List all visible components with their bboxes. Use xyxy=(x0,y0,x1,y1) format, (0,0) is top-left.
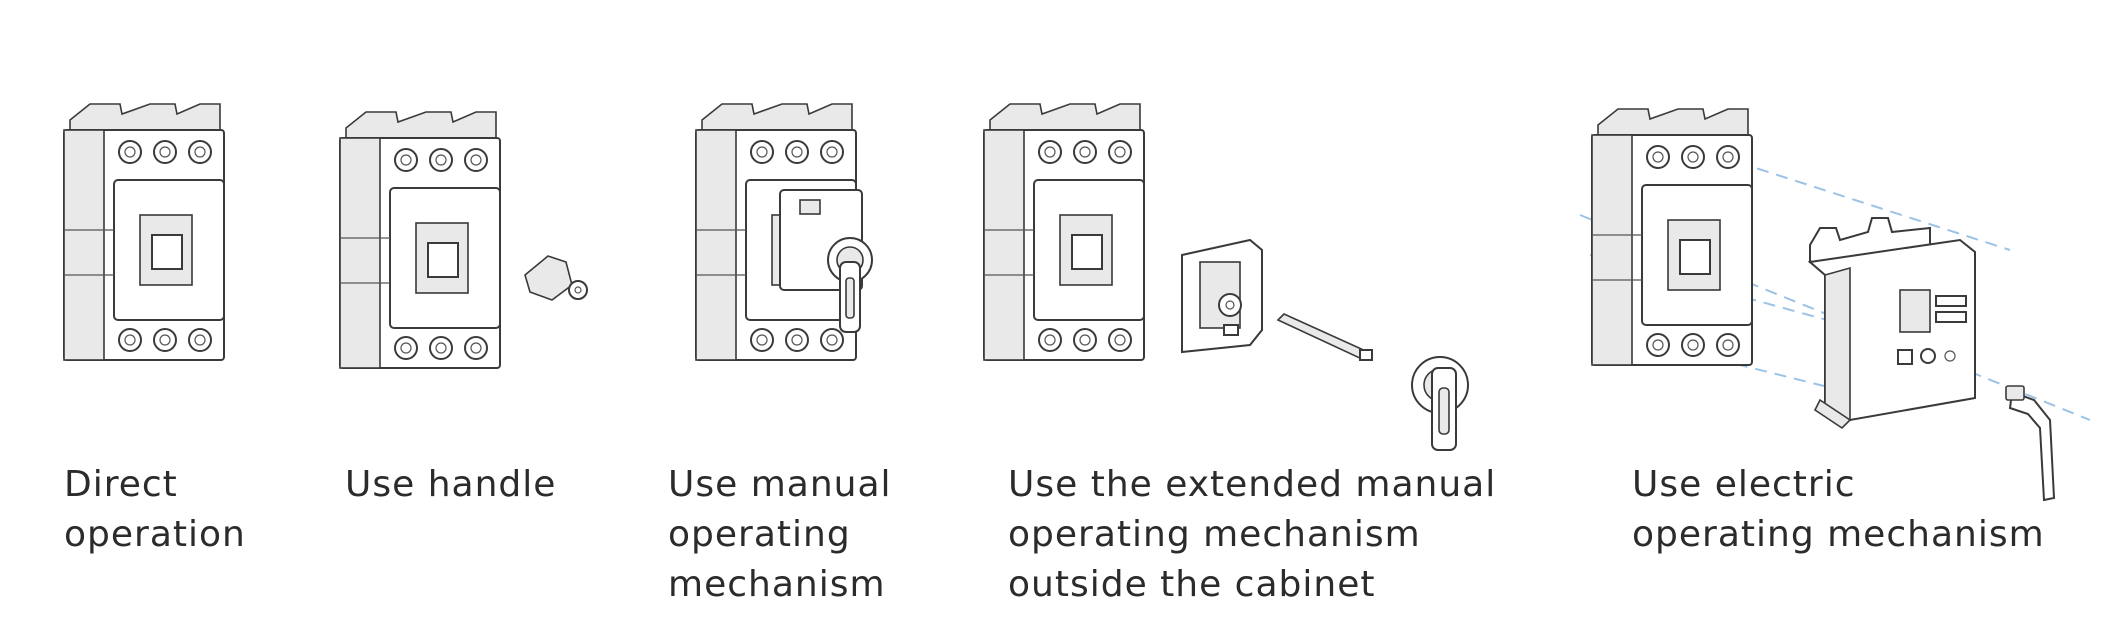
breaker-extended-mechanism xyxy=(983,103,1145,361)
breaker-manual-mechanism xyxy=(695,103,873,361)
door-handle-part xyxy=(1411,356,1469,451)
caption-direct-operation: Direct operation xyxy=(64,464,246,555)
breaker-direct xyxy=(63,103,225,361)
breaker-electric-mechanism xyxy=(1591,108,1753,366)
crank-handle-part xyxy=(2005,385,2056,502)
mounting-bracket-part xyxy=(1181,238,1263,354)
rotary-handle-part xyxy=(524,255,588,301)
caption-use-handle: Use handle xyxy=(345,464,557,505)
caption-electric-mechanism: Use electric operating mechanism xyxy=(1632,464,2045,555)
caption-extended-mechanism: Use the extended manual operating mechan… xyxy=(1008,464,1497,605)
motor-operator-part xyxy=(1807,217,1976,430)
breaker-with-handle xyxy=(339,111,501,369)
caption-manual-mechanism: Use manual operating mechanism xyxy=(668,464,892,605)
extension-shaft-part xyxy=(1276,313,1373,362)
